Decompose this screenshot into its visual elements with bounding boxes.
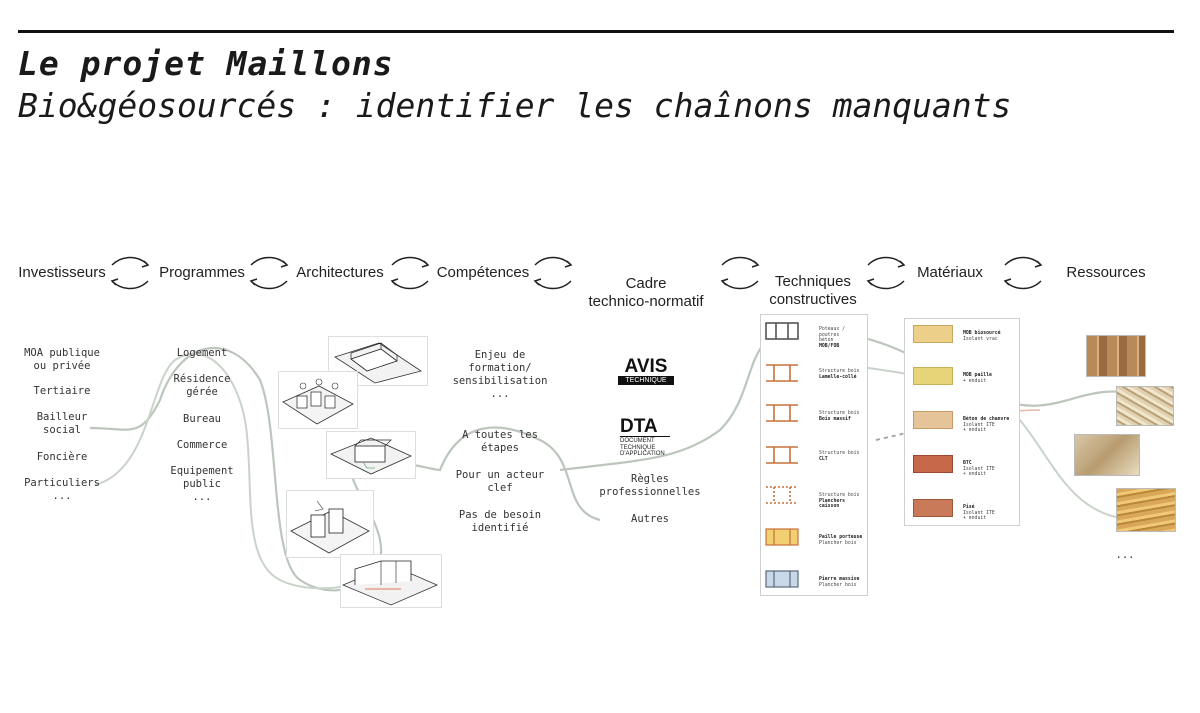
architecture-sketch-2 [278, 371, 358, 429]
resource-photo-straw [1116, 488, 1176, 532]
architecture-sketch-5 [340, 554, 442, 608]
material-swatch-btc [913, 455, 953, 473]
page-title: Le projet Maillons [18, 44, 394, 83]
page-subtitle: Bio&géosourcés : identifier les chaînons… [18, 86, 1012, 125]
stage-competences: Compétences [430, 264, 536, 282]
competences-bottom: A toutes les étapes Pour un acteur clef … [440, 429, 560, 535]
resource-photo-wood [1086, 335, 1146, 377]
stage-architectures: Architectures [287, 264, 393, 282]
competences-enjeu: Enjeu de formation/ sensibilisation ... [452, 349, 548, 400]
stage-label: Programmes [159, 264, 245, 281]
resource-photo-hemp [1116, 386, 1174, 426]
building-sketch-icon [282, 378, 354, 425]
stage-investisseurs: Investisseurs [10, 264, 114, 282]
list-item: Pas de besoin identifié [458, 509, 542, 534]
material-swatch-wood [913, 325, 953, 343]
list-item: Particuliers ... [24, 477, 100, 502]
list-item: Foncière [36, 451, 88, 463]
header-rule [18, 30, 1174, 33]
autres: Autres [631, 513, 669, 525]
material-label-1: MOB paille+ enduit [963, 372, 992, 384]
stage-label: Investisseurs [18, 264, 106, 281]
list-item: Tertiaire [33, 385, 91, 397]
list-item: Bureau [183, 413, 221, 425]
avis-sub: TECHNIQUE [618, 376, 674, 385]
list-item: Logement [176, 347, 228, 359]
regles-professionnelles: Règles professionnelles [599, 473, 701, 498]
dta-sub: DOCUMENT TECHNIQUE D'APPLICATION [620, 436, 670, 458]
stage-label: Cadre technico-normatif [588, 275, 704, 310]
building-sketch-icon [334, 342, 422, 384]
resource-photo-earth [1074, 434, 1140, 476]
stage-techniques: Techniques constructives [758, 255, 868, 309]
building-sketch-icon [341, 560, 439, 606]
stage-ressources: Ressources [1056, 264, 1156, 282]
dta-badge: DTA DOCUMENT TECHNIQUE D'APPLICATION [620, 417, 670, 458]
programmes-list: Logement Résidence gérée Bureau Commerce… [150, 347, 254, 504]
building-sketch-icon [330, 437, 412, 475]
ressources-more: ... [1115, 549, 1135, 561]
list-item: Pour un acteur clef [455, 469, 545, 494]
architecture-sketch-3 [326, 431, 416, 479]
list-item: A toutes les étapes [462, 429, 538, 454]
stage-label: Matériaux [917, 264, 983, 281]
stage-label: Ressources [1066, 264, 1146, 281]
dta-title: DTA [620, 416, 658, 437]
list-item: Equipement public ... [170, 465, 234, 503]
list-item: Bailleur social [36, 411, 88, 436]
architecture-sketch-4 [286, 490, 374, 558]
list-item: Résidence gérée [173, 373, 231, 398]
stage-cadre: Cadre technico-normatif [572, 257, 720, 311]
stage-label: Architectures [296, 264, 384, 281]
material-swatch-straw [913, 367, 953, 385]
material-swatch-pise [913, 499, 953, 517]
cadre-regles: Règles professionnelles [585, 473, 715, 499]
building-sketch-icon [290, 500, 370, 554]
stage-label: Compétences [436, 264, 530, 281]
cadre-autres: Autres [615, 513, 685, 526]
material-swatch-hemp [913, 411, 953, 429]
list-item: MOA publique ou privée [24, 347, 100, 372]
avis-title: AVIS [624, 356, 668, 377]
competences-top: Enjeu de formation/ sensibilisation ... [440, 349, 560, 401]
stage-materiaux: Matériaux [905, 264, 995, 282]
stage-programmes: Programmes [150, 264, 254, 282]
avis-technique-badge: AVIS TECHNIQUE [618, 357, 674, 385]
list-item: Commerce [176, 439, 228, 451]
cycle-arrows [110, 256, 1043, 290]
investisseurs-list: MOA publique ou privée Tertiaire Bailleu… [10, 347, 114, 503]
structure-frames-icon [765, 322, 799, 588]
stage-label: Techniques constructives [769, 273, 857, 308]
